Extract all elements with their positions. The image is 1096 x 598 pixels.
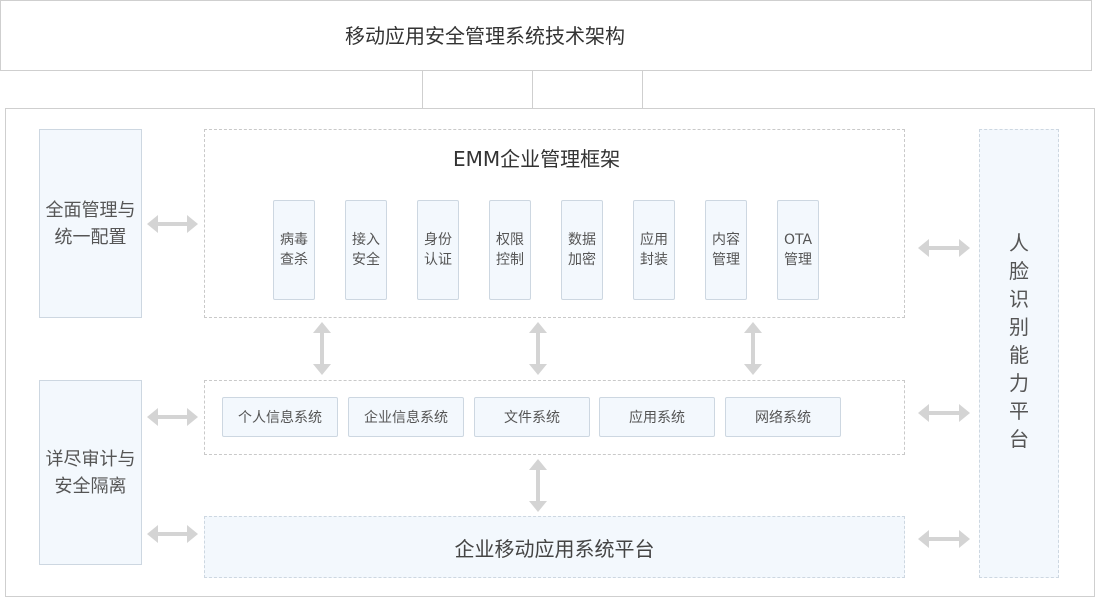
module-data-encryption: 数据 加密 — [561, 200, 603, 300]
module-app-wrapping: 应用 封装 — [633, 200, 675, 300]
architecture-container: 全面管理与 统一配置 详尽审计与 安全隔离 EMM企业管理框架 病毒 查杀 接入… — [5, 108, 1095, 597]
module-identity-auth: 身份 认证 — [417, 200, 459, 300]
module-label-line: 管理 — [712, 252, 740, 268]
panel-label-line: 统一配置 — [54, 226, 127, 248]
module-label-line: 安全 — [352, 252, 380, 268]
module-label-line: 封装 — [640, 252, 668, 268]
system-network: 网络系统 — [725, 397, 841, 437]
unified-management-panel: 全面管理与 统一配置 — [39, 129, 142, 318]
module-virus-scan: 病毒 查杀 — [273, 200, 315, 300]
architecture-title: 移动应用安全管理系统技术架构 — [345, 24, 625, 48]
system-file: 文件系统 — [474, 397, 590, 437]
module-label-line: 认证 — [424, 252, 452, 268]
system-application: 应用系统 — [599, 397, 715, 437]
module-label-line: 身份 — [424, 232, 452, 248]
module-label-line: 权限 — [496, 232, 524, 248]
module-label-line: 内容 — [712, 232, 740, 248]
module-access-security: 接入 安全 — [345, 200, 387, 300]
module-permission-control: 权限 控制 — [489, 200, 531, 300]
module-label-line: OTA — [783, 232, 813, 248]
audit-isolation-panel: 详尽审计与 安全隔离 — [39, 380, 142, 565]
panel-label-line: 安全隔离 — [54, 475, 127, 497]
module-label-line: 管理 — [784, 252, 812, 268]
module-label-line: 加密 — [568, 252, 596, 268]
panel-label-line: 详尽审计与 — [45, 448, 136, 470]
enterprise-mobile-platform-box: 企业移动应用系统平台 — [204, 516, 905, 578]
systems-box: 个人信息系统 企业信息系统 文件系统 应用系统 网络系统 — [204, 380, 905, 455]
module-ota-management: OTA 管理 — [777, 200, 819, 300]
platform-label: 企业移动应用系统平台 — [454, 536, 655, 561]
connector-line — [532, 70, 533, 109]
emm-framework-title: EMM企业管理框架 — [453, 147, 621, 171]
module-label-line: 接入 — [352, 232, 380, 248]
module-content-management: 内容 管理 — [705, 200, 747, 300]
module-label-line: 数据 — [568, 232, 596, 248]
connector-line — [642, 70, 643, 109]
face-recognition-platform-label: 人脸识别能力平台 — [1009, 231, 1029, 451]
panel-label-line: 全面管理与 — [45, 199, 136, 221]
module-label-line: 应用 — [640, 232, 668, 248]
emm-framework-box: EMM企业管理框架 病毒 查杀 接入 安全 身份 认证 权限 控制 数据 加密 … — [204, 129, 905, 318]
module-label-line: 控制 — [496, 252, 524, 268]
architecture-title-box: 移动应用安全管理系统技术架构 — [0, 0, 1092, 71]
module-label-line: 病毒 — [280, 232, 308, 248]
face-recognition-platform-panel: 人脸识别能力平台 — [979, 129, 1059, 578]
system-enterprise-info: 企业信息系统 — [348, 397, 464, 437]
connector-line — [422, 70, 423, 109]
system-personal-info: 个人信息系统 — [222, 397, 338, 437]
module-label-line: 查杀 — [280, 252, 308, 268]
